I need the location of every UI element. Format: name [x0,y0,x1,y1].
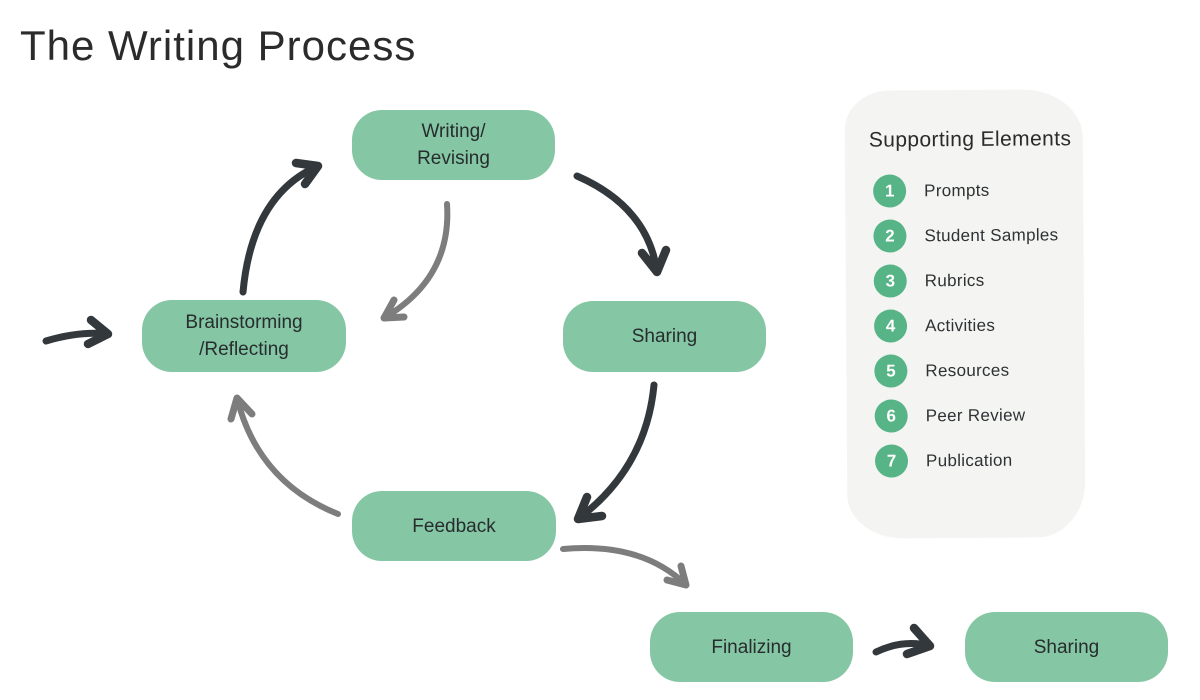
legend-item-label: Activities [925,315,996,335]
arrow-writing-to-sharing [573,172,671,277]
number-badge: 4 [873,309,908,343]
arrow-entry-to-brainstorming [42,315,113,349]
legend-item-label: Rubrics [924,270,985,290]
legend-item-label: Publication [925,450,1013,470]
legend-item-resources: 5 Resources [870,353,1084,388]
legend-item-publication: 7 Publication [871,443,1085,478]
number-badge: 5 [874,354,908,388]
number-badge: 7 [874,444,909,478]
legend-item-rubrics: 3 Rubrics [870,263,1084,298]
page-title: The Writing Process [20,22,417,69]
legend-item-label: Resources [925,360,1010,380]
number-badge: 1 [873,174,907,208]
legend-item-label: Peer Review [925,405,1026,425]
number-badge: 3 [873,264,907,298]
legend-item-label: Prompts [924,180,990,200]
legend-item-label: Student Samples [924,224,1059,245]
arrow-brainstorming-to-writing [239,158,323,296]
node-label: Brainstorming /Reflecting [185,312,303,360]
node-sharing: Sharing [563,301,766,372]
arrow-feedback-to-brainstorming [227,394,341,517]
node-finalizing: Finalizing [650,612,853,682]
supporting-elements-panel: Supporting Elements 1 Prompts 2 Student … [844,89,1086,539]
node-label: Sharing [1033,636,1100,658]
arrow-finalizing-to-sharing [872,623,935,659]
node-feedback: Feedback [352,491,556,561]
node-label: Writing/ Revising [417,121,490,169]
panel-heading: Supporting Elements [868,127,1072,152]
node-writing-revising: Writing/ Revising [352,110,555,180]
node-label: Finalizing [711,636,792,658]
legend-item-activities: 4 Activities [870,308,1084,343]
node-label: Sharing [631,326,698,347]
legend-item-peer-review: 6 Peer Review [871,398,1085,433]
arrow-feedback-to-finalizing [560,545,690,589]
number-badge: 6 [874,399,908,433]
arrow-sharing-to-feedback [573,381,658,524]
arrow-writing-to-brainstorming-inner [380,201,451,322]
node-brainstorming-reflecting: Brainstorming /Reflecting [142,300,346,372]
legend-list: 1 Prompts 2 Student Samples 3 Rubrics 4 … [869,173,1085,478]
node-label: Feedback [412,515,496,537]
number-badge: 2 [873,219,907,253]
node-sharing-final: Sharing [965,612,1168,682]
legend-item-student-samples: 2 Student Samples [869,218,1083,253]
legend-item-prompts: 1 Prompts [869,173,1083,208]
